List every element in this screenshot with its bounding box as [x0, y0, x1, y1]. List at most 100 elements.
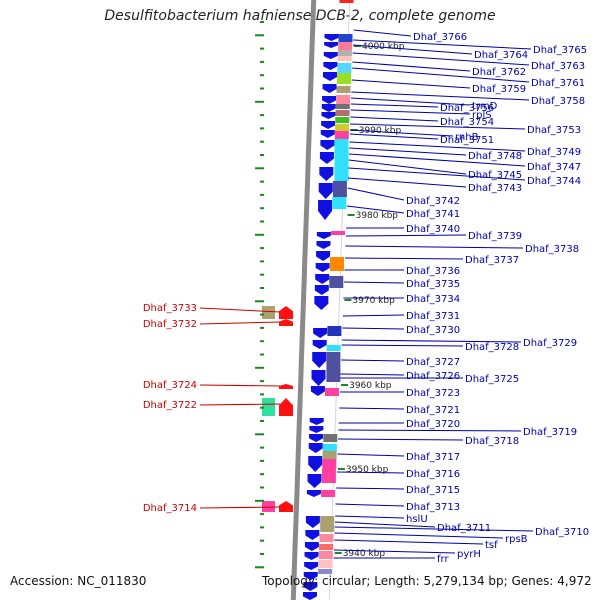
forward-gene-arrow [321, 104, 336, 112]
label-leader-line [342, 327, 405, 330]
label-leader-line [199, 307, 281, 313]
forward-gene-arrow [320, 140, 335, 150]
gene-label: Dhaf_3727 [406, 357, 460, 368]
forward-gene-arrow [306, 490, 321, 497]
label-leader-line [339, 407, 405, 410]
forward-gene-arrow [305, 530, 320, 540]
label-leader-line [341, 339, 522, 343]
label-leader-line [347, 187, 405, 201]
forward-gene-arrow [316, 232, 331, 239]
forward-gene-arrow [319, 167, 334, 181]
scale-label: 3980 kbp [356, 211, 399, 221]
gene-label: rpsB [505, 534, 528, 545]
scale-label: 3990 kbp [359, 126, 402, 136]
reverse-gene-arrow [279, 398, 293, 416]
gene-category-block [326, 345, 341, 351]
reverse-gene-arrow [279, 384, 293, 389]
gene-label: frr [437, 554, 449, 565]
forward-gene-arrow [313, 328, 328, 338]
gene-category-block [318, 560, 333, 568]
topology-text: Topology: circular; Length: 5,279,134 bp… [262, 574, 592, 588]
label-leader-line [345, 245, 524, 249]
label-leader-line [349, 123, 526, 130]
gene-label: Dhaf_3759 [472, 84, 526, 95]
gene-category-block [329, 276, 344, 288]
gene-category-block [332, 197, 347, 209]
gene-category-block [318, 569, 333, 574]
feature-track [262, 0, 354, 600]
label-leader-line [333, 549, 456, 554]
gene-label: Dhaf_3754 [440, 117, 494, 128]
label-leader-line [347, 177, 467, 188]
label-leader-line [336, 487, 405, 490]
label-leader-line [349, 147, 467, 156]
forward-gene-arrow [318, 200, 333, 220]
label-leader-line [199, 321, 281, 325]
label-leader-line [338, 438, 464, 441]
label-leader-line [334, 526, 534, 532]
gene-label: Dhaf_3722 [143, 400, 197, 411]
gene-label: Dhaf_3714 [143, 503, 197, 514]
gene-label: Dhaf_3733 [143, 303, 197, 314]
forward-gene-arrow [311, 370, 326, 386]
left-label-track: Dhaf_3733Dhaf_3732Dhaf_3724Dhaf_3722Dhaf… [143, 303, 281, 514]
gene-label: Dhaf_3745 [468, 170, 522, 181]
gene-category-block [323, 434, 338, 442]
gene-category-block [322, 451, 337, 459]
gene-category-block [322, 444, 337, 451]
label-leader-line [336, 471, 405, 474]
label-leader-line [343, 281, 405, 284]
forward-gene-arrow [302, 592, 317, 600]
label-leader-line [334, 521, 436, 528]
gene-label: tsf [485, 540, 498, 551]
gene-category-block [262, 306, 275, 319]
label-leader-line [352, 67, 530, 83]
gene-label: Dhaf_3737 [465, 255, 519, 266]
forward-gene-arrow [315, 263, 330, 272]
forward-gene-arrow [304, 562, 319, 570]
gene-category-block [262, 501, 275, 512]
label-leader-line [348, 167, 526, 181]
label-leader-line [350, 97, 471, 106]
gene-label: Dhaf_3728 [465, 342, 519, 353]
label-leader-line [350, 103, 439, 108]
label-leader-line [350, 116, 439, 122]
gene-category-block [335, 104, 350, 109]
gene-label: Dhaf_3748 [468, 151, 522, 162]
label-leader-line [344, 257, 464, 260]
forward-gene-arrow [318, 183, 333, 199]
label-leader-line [199, 384, 281, 387]
scale-label: 3950 kbp [346, 465, 389, 475]
forward-gene-arrow [316, 241, 331, 249]
forward-gene-arrow [323, 52, 338, 59]
forward-gene-arrow [303, 582, 318, 591]
gene-label: Dhaf_3747 [527, 162, 581, 173]
forward-gene-arrow [322, 84, 337, 93]
forward-gene-arrow [308, 443, 323, 453]
gene-label: Dhaf_3753 [527, 125, 581, 136]
gene-label: Dhaf_3731 [406, 311, 460, 322]
label-leader-line [352, 44, 473, 55]
gene-label: Dhaf_3735 [406, 279, 460, 290]
gene-label: Dhaf_3751 [440, 135, 494, 146]
label-leader-line [341, 359, 405, 362]
gene-category-block [337, 73, 351, 84]
gene-label: Dhaf_3717 [406, 452, 460, 463]
gene-label: Dhaf_3741 [406, 209, 460, 220]
forward-gene-arrow [309, 418, 324, 425]
gene-label: Dhaf_3732 [143, 319, 197, 330]
gene-label: Dhaf_3713 [406, 502, 460, 513]
forward-gene-arrow [323, 62, 338, 70]
tick-track [255, 21, 264, 569]
scale-label: 3970 kbp [352, 296, 395, 306]
gene-category-block [322, 459, 337, 469]
forward-gene-arrow [315, 274, 330, 284]
gene-label: Dhaf_3764 [474, 50, 528, 61]
gene-label: Dhaf_3762 [472, 67, 526, 78]
gene-label: Dhaf_3723 [406, 388, 460, 399]
gene-label: Dhaf_3710 [535, 527, 589, 538]
gene-category-block [262, 398, 275, 416]
label-leader-line [348, 153, 526, 167]
accession-text: Accession: NC_011830 [10, 574, 147, 588]
